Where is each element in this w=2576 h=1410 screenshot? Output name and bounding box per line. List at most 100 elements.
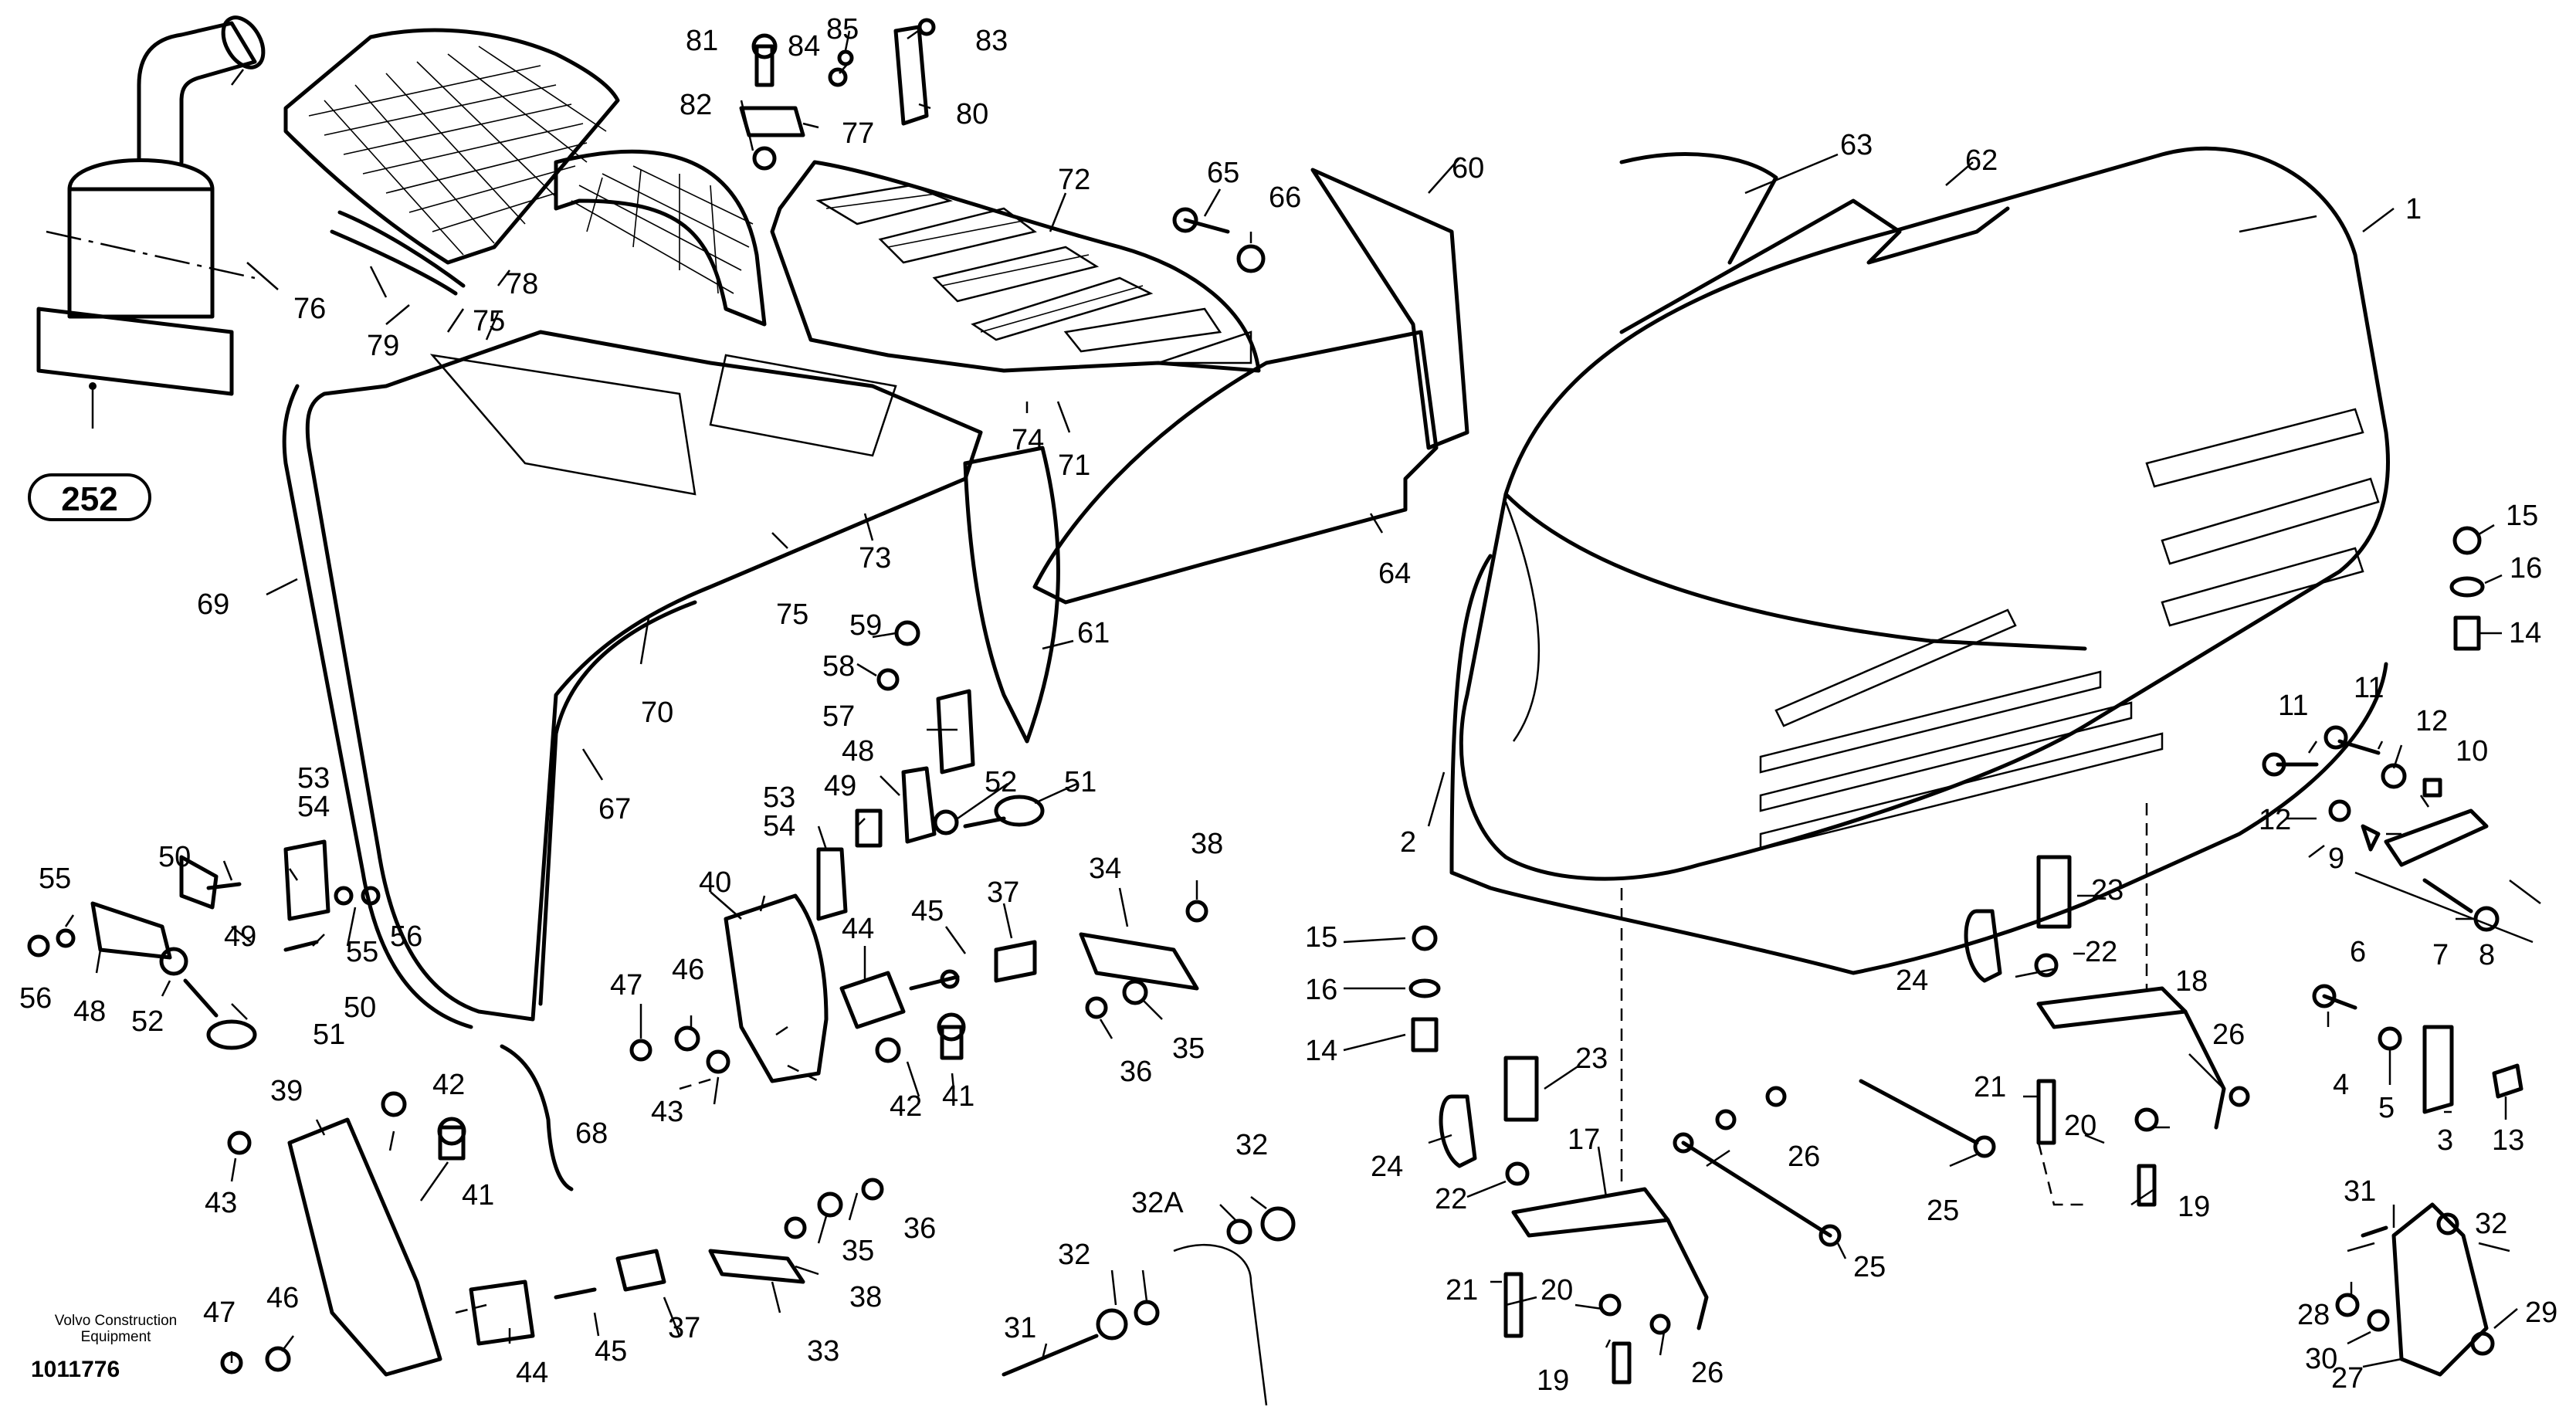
leader-lines (64, 28, 2541, 1368)
callout-45a: 45 (911, 895, 944, 927)
exhaust-muffler (36, 15, 266, 429)
callout-42a: 42 (890, 1090, 922, 1123)
document-number: 1011776 (31, 1357, 120, 1382)
callout-20b: 20 (1541, 1274, 1573, 1307)
hood-hardware (455, 526, 2534, 1385)
callout-39: 39 (270, 1075, 303, 1107)
callout-43b: 43 (205, 1187, 237, 1219)
callout-47a: 47 (610, 969, 642, 1002)
callout-75a: 75 (473, 305, 505, 337)
callout-40: 40 (699, 866, 731, 899)
callout-73: 73 (859, 542, 891, 575)
callout-71: 71 (1058, 449, 1090, 482)
callout-46a: 46 (672, 954, 704, 986)
callout-54b: 54 (763, 810, 795, 842)
callout-81: 81 (686, 25, 718, 57)
callout-54a: 54 (297, 791, 330, 823)
callout-8: 8 (2479, 939, 2495, 971)
callout-29: 29 (2525, 1296, 2557, 1329)
callout-14a: 14 (2509, 617, 2541, 649)
callout-51b: 51 (313, 1019, 345, 1051)
callout-27: 27 (2331, 1362, 2364, 1395)
publisher-credit: Volvo Construction Equipment (31, 1313, 201, 1345)
callout-52a: 52 (985, 766, 1017, 798)
callout-63: 63 (1840, 129, 1873, 161)
callout-37a: 37 (987, 876, 1019, 909)
callout-7: 7 (2432, 939, 2449, 971)
callout-68: 68 (575, 1117, 608, 1150)
callout-32b: 32 (1058, 1239, 1090, 1271)
callout-72: 72 (1058, 164, 1090, 196)
callout-33: 33 (807, 1335, 839, 1368)
callout-17: 17 (1568, 1124, 1600, 1156)
callout-32A: 32A (1131, 1187, 1184, 1219)
callout-61: 61 (1077, 617, 1110, 649)
callout-26c: 26 (1691, 1357, 1724, 1389)
callout-14b: 14 (1305, 1035, 1337, 1067)
callout-22b: 22 (1435, 1183, 1467, 1215)
callout-21b: 21 (1446, 1274, 1478, 1307)
callout-15a: 15 (2506, 500, 2538, 532)
callout-28: 28 (2297, 1299, 2330, 1331)
callout-12a: 12 (2415, 705, 2448, 737)
callout-46b: 46 (266, 1282, 299, 1314)
callout-78: 78 (506, 268, 538, 300)
reference-group-badge: 252 (28, 473, 151, 521)
left-side-cover (282, 330, 983, 1029)
callout-84: 84 (788, 30, 820, 63)
callout-35a: 35 (1172, 1032, 1205, 1065)
callout-65: 65 (1207, 157, 1239, 189)
callout-32a: 32 (2475, 1208, 2507, 1240)
callout-12b: 12 (2259, 804, 2291, 836)
side-panel-61 (963, 446, 1060, 744)
callout-36a: 36 (1120, 1056, 1152, 1088)
callout-42b: 42 (432, 1069, 465, 1101)
callout-82: 82 (680, 89, 712, 121)
callout-15b: 15 (1305, 921, 1337, 954)
callout-19a: 19 (2178, 1191, 2210, 1223)
callout-31a: 31 (2344, 1175, 2376, 1208)
callout-10: 10 (2456, 735, 2488, 768)
callout-44b: 44 (516, 1357, 548, 1389)
publisher-line-2: Equipment (80, 1329, 151, 1345)
callout-45b: 45 (595, 1335, 627, 1368)
callout-16a: 16 (2510, 552, 2542, 585)
callout-67: 67 (598, 793, 631, 825)
callout-83: 83 (975, 25, 1008, 57)
reference-group-label: 252 (61, 480, 117, 518)
callout-32c: 32 (1235, 1129, 1268, 1161)
callout-13: 13 (2492, 1124, 2524, 1157)
callout-25b: 25 (1853, 1251, 1886, 1283)
callout-59: 59 (849, 609, 882, 642)
callout-41b: 41 (462, 1179, 494, 1212)
callout-16b: 16 (1305, 974, 1337, 1006)
callout-48b: 48 (73, 995, 106, 1028)
callout-11a: 11 (2278, 690, 2308, 722)
callout-26a: 26 (2212, 1019, 2245, 1051)
hardware-parts (27, 18, 1296, 1406)
callout-25a: 25 (1927, 1195, 1959, 1227)
sheet-panel-64 (1032, 168, 1469, 605)
callout-43a: 43 (651, 1096, 683, 1128)
callout-labels: 1 2 3 4 5 6 7 8 9 10 11 11 12 12 13 14 1… (19, 13, 2557, 1397)
callout-37b: 37 (668, 1312, 700, 1344)
callout-4: 4 (2333, 1069, 2349, 1101)
callout-21a: 21 (1974, 1071, 2006, 1103)
callout-6: 6 (2350, 936, 2366, 968)
callout-55b: 55 (346, 936, 378, 968)
callout-58: 58 (822, 650, 855, 683)
callout-62: 62 (1965, 144, 1998, 177)
top-cover-panel (770, 160, 1261, 373)
callout-51a: 51 (1064, 766, 1096, 798)
callout-41a: 41 (942, 1080, 974, 1113)
callout-49a: 49 (824, 770, 856, 802)
callout-79: 79 (367, 330, 399, 362)
callout-64: 64 (1378, 558, 1411, 590)
callout-50b: 50 (344, 991, 376, 1024)
callout-11b: 11 (2354, 672, 2384, 704)
callout-56a: 56 (19, 982, 52, 1015)
callout-74: 74 (1012, 424, 1044, 456)
callout-44a: 44 (842, 913, 874, 945)
callout-38b: 38 (849, 1281, 882, 1313)
